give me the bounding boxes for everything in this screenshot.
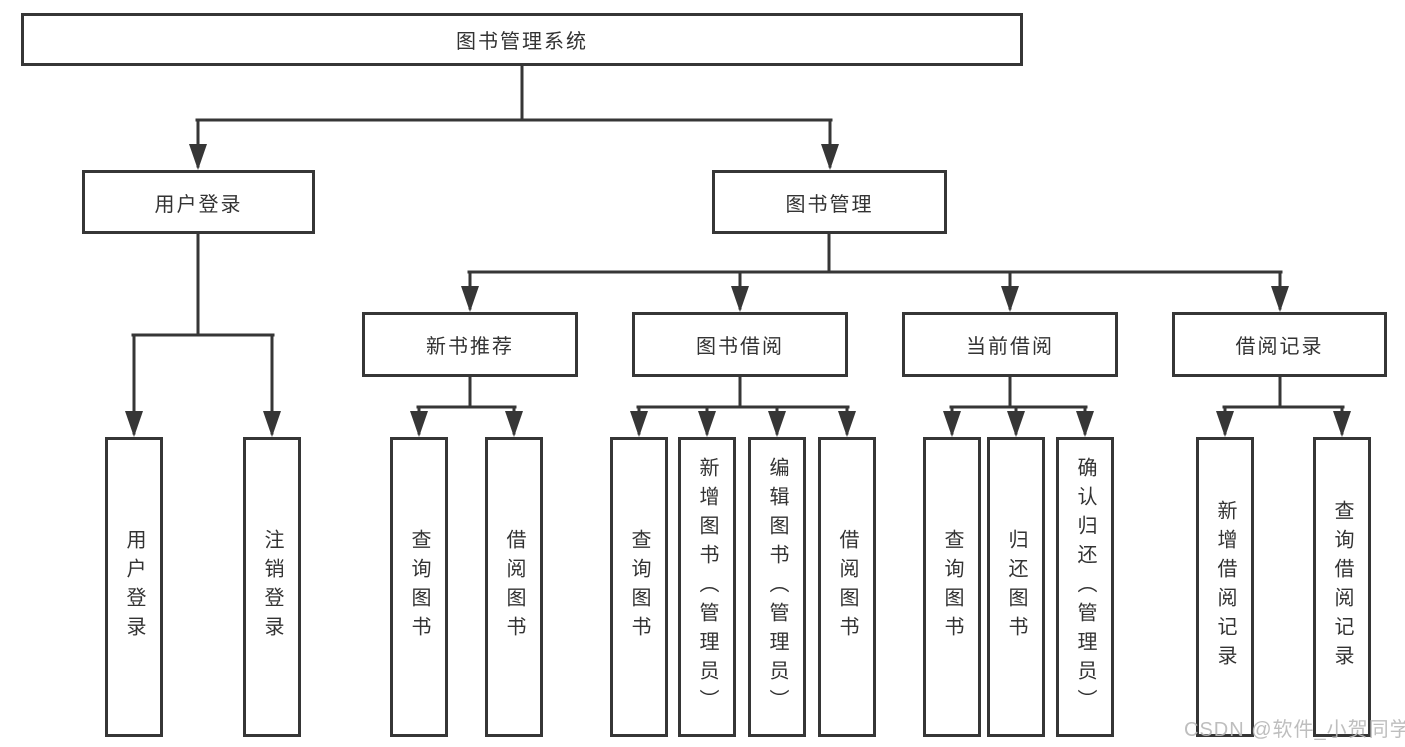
leaf-records-query: 查询借阅记录 — [1313, 437, 1371, 737]
leaf-borrow-edit-admin-label: 编辑图书（管理员） — [766, 456, 788, 718]
node-new-book-label: 新书推荐 — [426, 336, 514, 358]
leaf-current-query: 查询图书 — [923, 437, 981, 737]
node-current-borrow: 当前借阅 — [902, 312, 1118, 377]
leaf-newbook-borrow-label: 借阅图书 — [503, 529, 525, 645]
leaf-current-query-label: 查询图书 — [941, 529, 963, 645]
leaf-borrow-query: 查询图书 — [610, 437, 668, 737]
node-current-borrow-label: 当前借阅 — [966, 336, 1054, 358]
leaf-borrow-edit-admin: 编辑图书（管理员） — [748, 437, 806, 737]
node-root: 图书管理系统 — [21, 13, 1023, 66]
leaf-borrow-add-admin: 新增图书（管理员） — [678, 437, 736, 737]
leaf-borrow-borrow-label: 借阅图书 — [836, 529, 858, 645]
node-borrow-records: 借阅记录 — [1172, 312, 1387, 377]
leaf-logout-label: 注销登录 — [261, 529, 283, 645]
leaf-newbook-query-label: 查询图书 — [408, 529, 430, 645]
leaf-logout: 注销登录 — [243, 437, 301, 737]
leaf-newbook-query: 查询图书 — [390, 437, 448, 737]
leaf-user-login: 用户登录 — [105, 437, 163, 737]
leaf-user-login-label: 用户登录 — [123, 529, 145, 645]
node-new-book: 新书推荐 — [362, 312, 578, 377]
csdn-watermark: CSDN @软件_小贺同学 — [1184, 719, 1405, 741]
node-book-borrow-label: 图书借阅 — [696, 336, 784, 358]
leaf-borrow-borrow: 借阅图书 — [818, 437, 876, 737]
leaf-records-query-label: 查询借阅记录 — [1331, 500, 1353, 674]
leaf-current-confirm-admin-label: 确认归还（管理员） — [1074, 456, 1096, 718]
leaf-borrow-query-label: 查询图书 — [628, 529, 650, 645]
node-user-login-label: 用户登录 — [154, 193, 243, 216]
node-borrow-records-label: 借阅记录 — [1235, 336, 1324, 358]
node-book-mgmt: 图书管理 — [712, 170, 947, 234]
leaf-current-return-label: 归还图书 — [1005, 529, 1027, 645]
leaf-newbook-borrow: 借阅图书 — [485, 437, 543, 737]
leaf-current-return: 归还图书 — [987, 437, 1045, 737]
arrowheads — [125, 144, 1351, 437]
node-book-mgmt-label: 图书管理 — [785, 193, 874, 216]
leaf-records-add-label: 新增借阅记录 — [1214, 500, 1236, 674]
leaf-current-confirm-admin: 确认归还（管理员） — [1056, 437, 1114, 737]
node-user-login: 用户登录 — [82, 170, 315, 234]
node-book-borrow: 图书借阅 — [632, 312, 848, 377]
node-root-label: 图书管理系统 — [456, 31, 588, 53]
leaf-records-add: 新增借阅记录 — [1196, 437, 1254, 737]
leaf-borrow-add-admin-label: 新增图书（管理员） — [696, 456, 718, 718]
